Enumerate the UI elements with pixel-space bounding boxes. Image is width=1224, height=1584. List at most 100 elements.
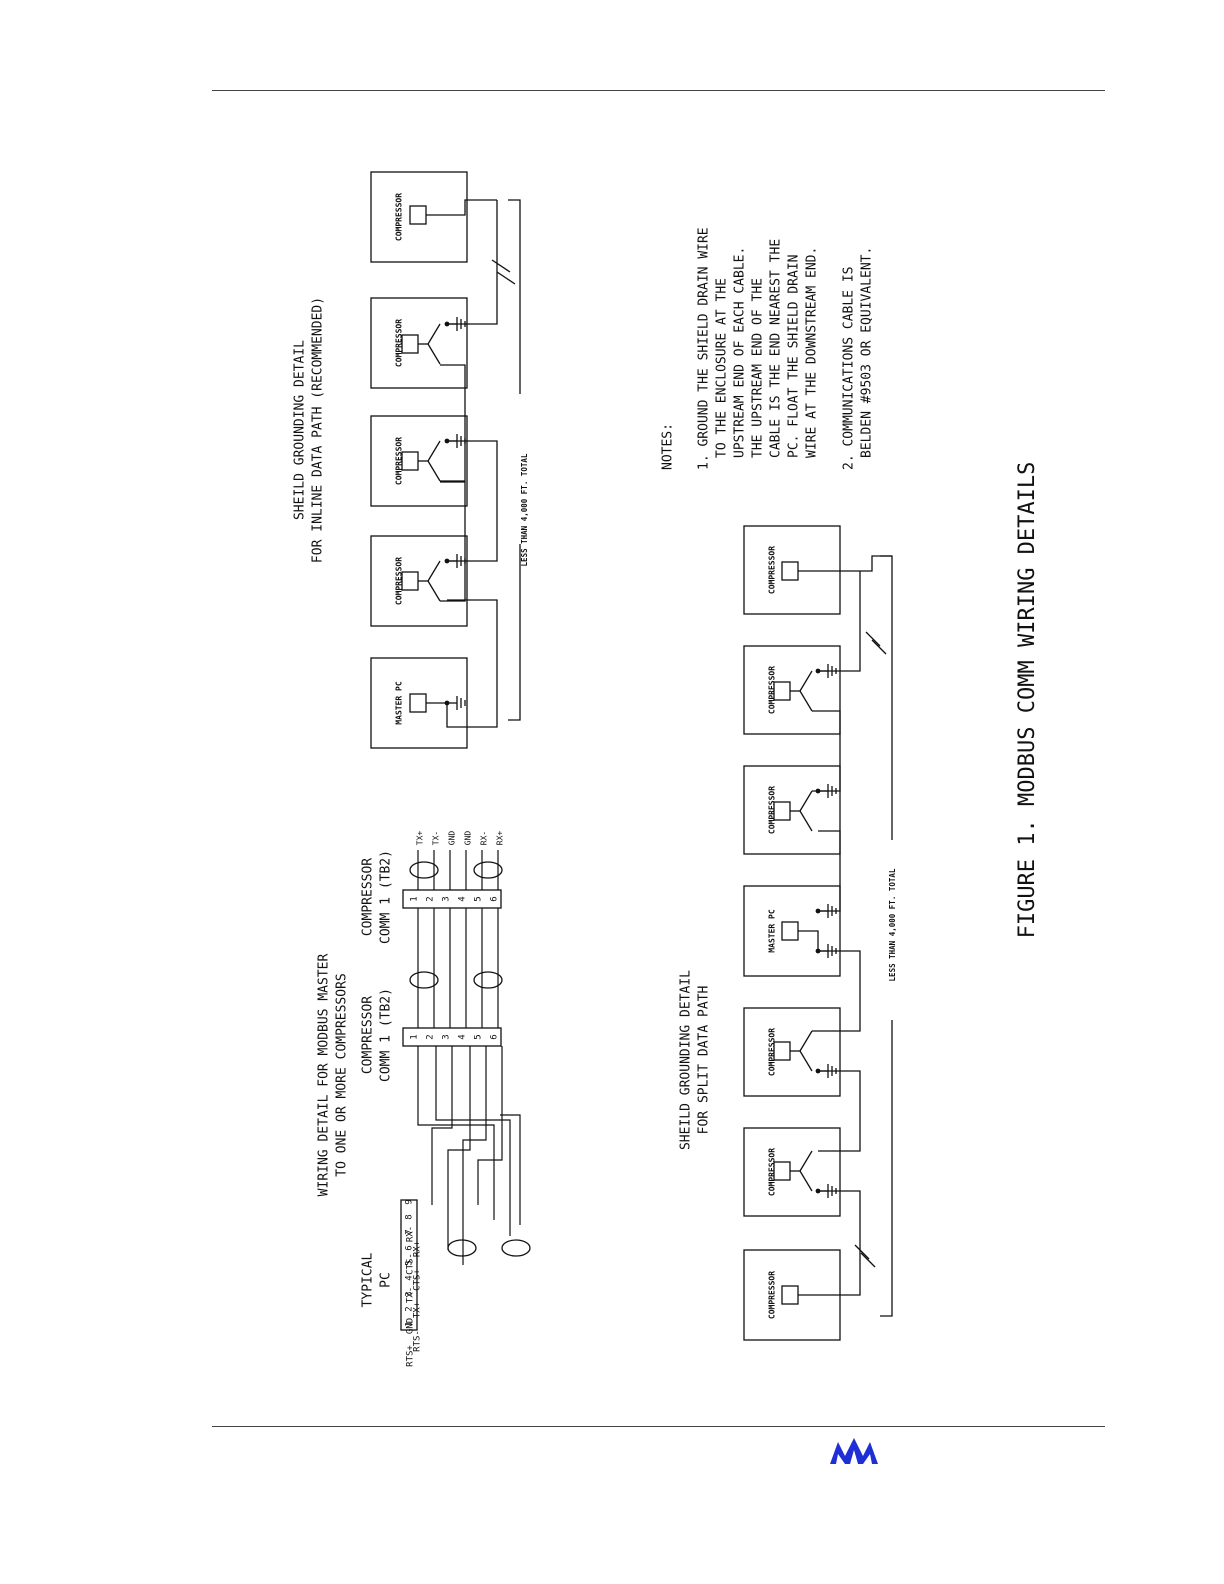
- inline-comp1-connector: [401, 571, 419, 591]
- inline-comp2-dot: [444, 438, 450, 444]
- inline-comp2-split-b: [427, 460, 441, 482]
- inline-compressor-1-label: COMPRESSOR: [395, 557, 404, 605]
- compressor-a-label-line1: COMPRESSOR: [361, 996, 376, 1074]
- terminal-label-6: RX+: [496, 831, 505, 846]
- pc-pin-label-8: RX+: [413, 1240, 423, 1257]
- graphics-layer: [370, 171, 893, 1341]
- split-compressor-3-label: COMPRESSOR: [768, 786, 777, 834]
- inline-compressor-2: [370, 415, 468, 507]
- inline-master-cable: [426, 599, 498, 728]
- terminal-label-1: TX+: [416, 831, 425, 846]
- terminal-a-number-1: 1: [410, 1034, 420, 1039]
- pc-pin-number-6: 6: [405, 1245, 415, 1250]
- inline-master-connector: [409, 693, 427, 713]
- split-comp5-cable: [818, 1070, 861, 1152]
- terminal-a-number-2: 2: [426, 1034, 436, 1039]
- pc-label-line1: TYPICAL: [361, 1252, 376, 1307]
- wire-rx-plus: [417, 1046, 495, 1220]
- twisted-pair-2: [501, 1239, 531, 1257]
- inline-title-line1: SHEILD GROUNDING DETAIL: [293, 340, 308, 520]
- split-comp2-split-a: [799, 670, 813, 692]
- terminal-label-3: GND: [448, 831, 457, 846]
- split-comp6-cable: [798, 1190, 861, 1296]
- pc-pin-label-6: CTS+: [413, 1269, 423, 1291]
- pc-pin-label-2: RTS-: [413, 1330, 423, 1352]
- pc-pin-label-9: RX-: [406, 1226, 416, 1242]
- terminal-a-number-4: 4: [458, 1034, 468, 1039]
- wire-tx-minus: [462, 1046, 487, 1265]
- terminal-block-b: [402, 889, 502, 909]
- terminal-b-number-6: 6: [490, 896, 500, 901]
- wire-gnd: [431, 1046, 453, 1205]
- inline-compressor-4: [370, 171, 468, 263]
- pc-label-line2: PC: [379, 1272, 394, 1288]
- twisted-pair-6: [473, 861, 503, 879]
- note2-line-2: BELDEN #9503 OR EQUIVALENT.: [860, 247, 875, 458]
- figure-caption: FIGURE 1. MODBUS COMM WIRING DETAILS: [1015, 462, 1040, 939]
- header-rule: [212, 90, 1105, 91]
- split-comp3-dot: [815, 788, 821, 794]
- split-compressor-3: [743, 765, 841, 855]
- pc-pin-number-4: 4: [405, 1275, 415, 1280]
- inline-comp1-shield: [447, 440, 498, 562]
- pc-pin-number-3: 3: [405, 1291, 415, 1296]
- split-master-connector: [781, 921, 799, 941]
- split-compressor-bottom-label: COMPRESSOR: [768, 1271, 777, 1319]
- inline-comp1-split-b: [427, 580, 441, 602]
- inline-comp1-cable: [440, 481, 466, 602]
- terminal-a-number-6: 6: [490, 1034, 500, 1039]
- terminal-b-number-2: 2: [426, 896, 436, 901]
- inline-compressor-4-label: COMPRESSOR: [395, 193, 404, 241]
- pc-pin-number-1: 1: [405, 1321, 415, 1326]
- split-master-pc: [743, 885, 841, 977]
- inline-dimension-top: [508, 199, 521, 394]
- terminal-b-number-5: 5: [474, 896, 484, 901]
- split-compressor-2-label: COMPRESSOR: [768, 666, 777, 714]
- note1-line-3: UPSTREAM END OF EACH CABLE.: [733, 247, 748, 458]
- terminal-label-2: TX-: [432, 831, 441, 845]
- split-comp2-cable: [812, 710, 841, 792]
- pc-pin-label-5: TX-: [406, 1287, 416, 1303]
- note2-line-1: 2. COMMUNICATIONS CABLE IS: [842, 267, 857, 471]
- pc-pin-label-3: GND: [406, 1318, 416, 1334]
- inline-break-mark-2: [496, 271, 516, 285]
- split-comp3-split-b: [799, 810, 813, 832]
- wire-rx-jumper: [435, 1046, 511, 1236]
- inline-master-pc-label: MASTER PC: [395, 681, 404, 725]
- split-break-bottom-1: [854, 1244, 870, 1260]
- split-comp3-split-a: [799, 790, 813, 812]
- split-compressor-top: [743, 525, 841, 615]
- inline-compressor-1: [370, 535, 468, 627]
- terminal-label-5: RX-: [480, 831, 489, 845]
- pc-pin-number-5: 5: [405, 1260, 415, 1265]
- split-comp6-split-b: [799, 1170, 813, 1192]
- inline-comp3-connector: [401, 334, 419, 354]
- split-title-line1: SHEILD GROUNDING DETAIL: [679, 970, 694, 1150]
- inline-compressor-2-label: COMPRESSOR: [395, 437, 404, 485]
- terminal-b-number-1: 1: [410, 896, 420, 901]
- note1-line-2: TO THE ENCLOSURE AT THE: [715, 278, 730, 458]
- wiring-title-line1: WIRING DETAIL FOR MODBUS MASTER: [317, 954, 332, 1197]
- inline-comp2-cable: [440, 364, 466, 482]
- split-break-bottom-2: [860, 1252, 876, 1268]
- twisted-pair-4: [473, 971, 503, 989]
- inline-compressor-3: [370, 297, 468, 389]
- split-comp2-shield: [818, 571, 861, 672]
- split-comp5-split-b: [799, 1050, 813, 1072]
- wiring-title-line2: TO ONE OR MORE COMPRESSORS: [335, 973, 350, 1177]
- inline-comp2-connector: [401, 451, 419, 471]
- inline-compressor-3-label: COMPRESSOR: [395, 319, 404, 367]
- split-dimension-top: [880, 555, 893, 840]
- inline-comp4-cable: [426, 199, 497, 216]
- inline-dimension-bottom: [508, 544, 521, 721]
- pc-pin-number-8: 8: [405, 1214, 415, 1219]
- split-compressor-5: [743, 1007, 841, 1097]
- split-top-cable: [798, 555, 892, 572]
- pc-pin-label-4: TX+: [413, 1301, 423, 1318]
- split-master-link: [798, 930, 819, 951]
- note1-line-7: WIRE AT THE DOWNSTREAM END.: [805, 247, 820, 458]
- note1-line-5: CABLE IS THE END NEAREST THE: [769, 239, 784, 458]
- split-master-dot-1: [815, 908, 821, 914]
